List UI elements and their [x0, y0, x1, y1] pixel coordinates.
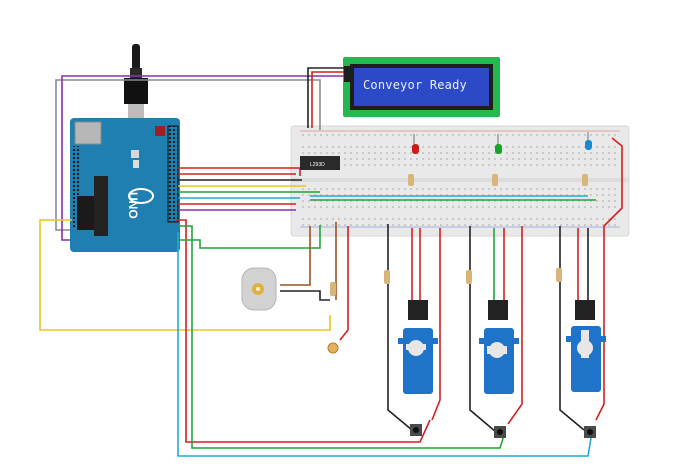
pushbutton-3: [584, 426, 596, 438]
servo-3: [566, 300, 606, 392]
servo-2: [479, 300, 519, 394]
lcd-display: [343, 57, 500, 117]
arduino-uno: [70, 118, 180, 252]
chip-label: L293D: [310, 162, 325, 168]
resistors: [330, 174, 588, 296]
pushbutton-2: [494, 426, 506, 438]
red-led: [412, 134, 419, 154]
green-led: [495, 134, 502, 154]
blue-led: [585, 132, 592, 150]
dc-motor: [241, 267, 277, 311]
arduino-label: UNO: [126, 192, 140, 219]
lcd-text: Conveyor Ready: [363, 78, 467, 92]
breadboard: [290, 125, 630, 237]
servo-1: [398, 300, 438, 394]
pushbutton-1: [410, 424, 422, 436]
l293d-chip: [300, 156, 340, 170]
usb-cable: [124, 44, 148, 118]
photoresistor: [327, 342, 339, 354]
wires: [39, 67, 623, 457]
